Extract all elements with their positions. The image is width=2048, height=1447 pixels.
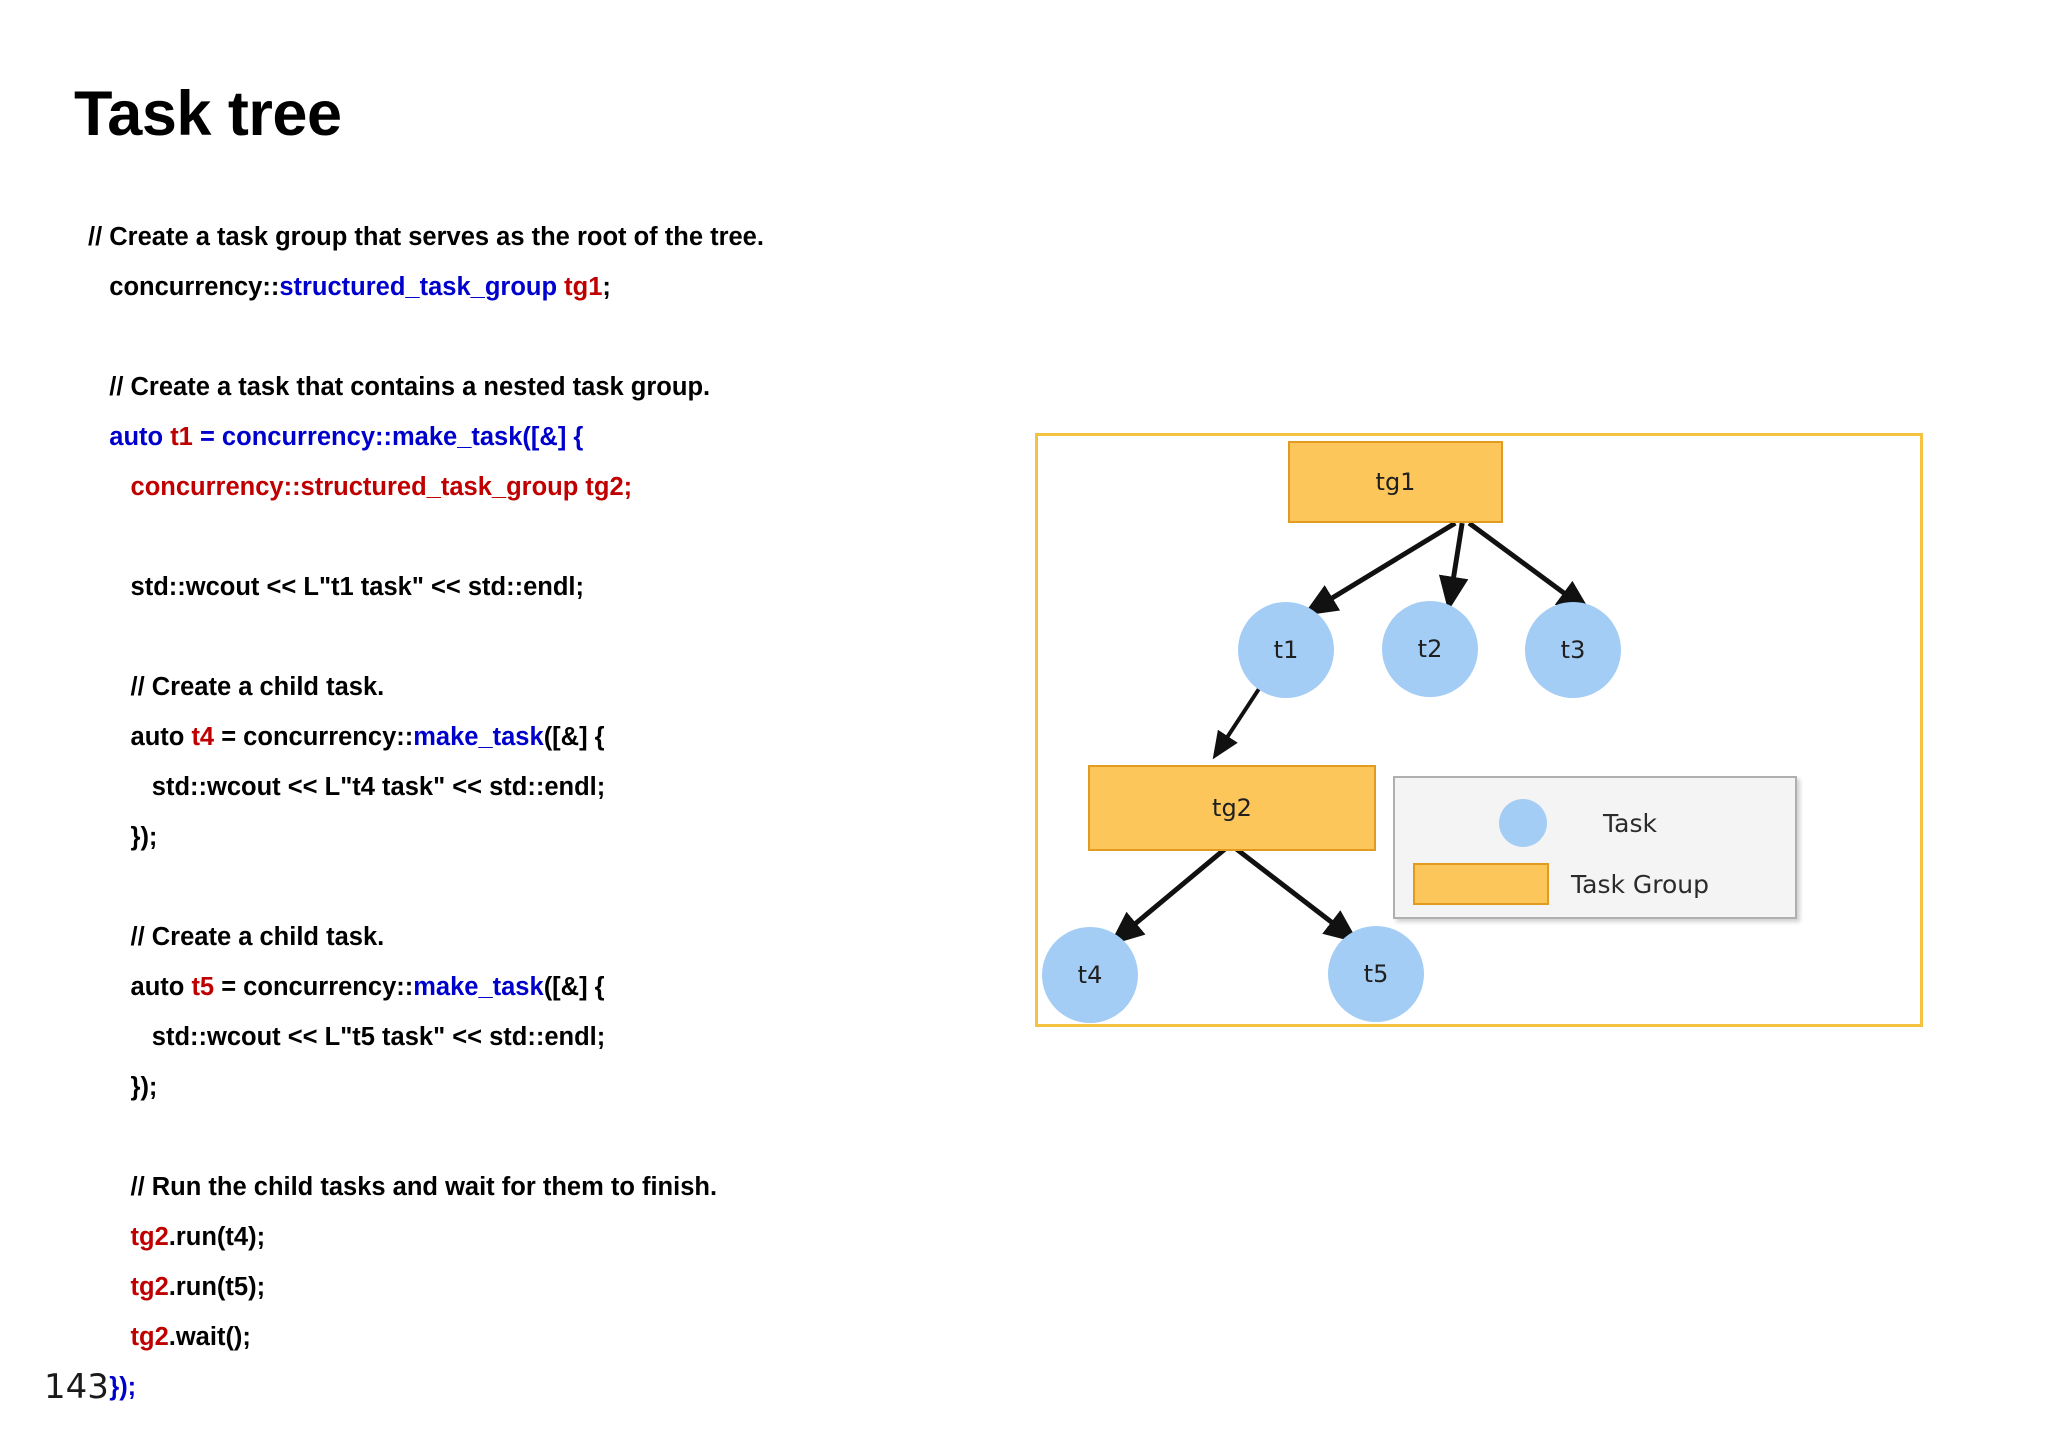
code-token: auto [130, 723, 192, 751]
legend-task-label: Task [1603, 808, 1657, 838]
code-token: ; [602, 273, 611, 301]
code-token: // Create a task group that serves as th… [88, 223, 764, 251]
code-token: auto [109, 423, 171, 451]
code-listing: // Create a task group that serves as th… [88, 212, 988, 1412]
code-token: tg1 [564, 273, 603, 301]
code-line: std::wcout << L"t1 task" << std::endl; [88, 562, 988, 612]
code-token: tg2 [130, 1223, 169, 1251]
code-line [88, 862, 988, 912]
code-token: // Create a child task. [130, 673, 385, 701]
code-line: concurrency::structured_task_group tg1; [88, 262, 988, 312]
task-swatch-icon [1499, 799, 1547, 847]
code-line: std::wcout << L"t5 task" << std::endl; [88, 1012, 988, 1062]
code-token: t5 [191, 973, 215, 1001]
code-token: // Create a child task. [130, 923, 385, 951]
node-tg2: tg2 [1088, 765, 1376, 851]
code-token: // Create a task that contains a nested … [109, 373, 711, 401]
code-line [88, 612, 988, 662]
code-line [88, 1112, 988, 1162]
code-line: // Create a child task. [88, 662, 988, 712]
code-line: tg2.run(t5); [88, 1262, 988, 1312]
node-t2: t2 [1382, 601, 1478, 697]
code-line: // Create a task that contains a nested … [88, 362, 988, 412]
node-t5-label: t5 [1363, 960, 1389, 988]
code-line [88, 512, 988, 562]
node-t3: t3 [1525, 602, 1621, 698]
code-line: std::wcout << L"t4 task" << std::endl; [88, 762, 988, 812]
code-token: concurrency:: [109, 273, 280, 301]
code-line: auto t5 = concurrency::make_task([&] { [88, 962, 988, 1012]
code-token: tg2 [130, 1273, 169, 1301]
code-line: concurrency::structured_task_group tg2; [88, 462, 988, 512]
edge-tg2-t4 [1109, 844, 1230, 946]
code-token: tg2 [130, 1323, 169, 1351]
code-line: // Create a task group that serves as th… [88, 212, 988, 262]
edge-tg1-t3 [1467, 521, 1592, 614]
code-token: .run(t4); [168, 1223, 266, 1251]
code-token: make_task [413, 973, 544, 1001]
legend-item-task-group: Task Group [1395, 856, 1795, 912]
code-token: = concurrency::make_task([&] { [192, 423, 584, 451]
code-line: }); [88, 1362, 988, 1412]
code-token: = concurrency:: [214, 973, 414, 1001]
code-token: // Run the child tasks and wait for them… [130, 1173, 718, 1201]
page-number: 143 [44, 1367, 109, 1407]
code-token: std::wcout << L"t1 task" << std::endl; [130, 573, 585, 601]
code-line: // Run the child tasks and wait for them… [88, 1162, 988, 1212]
code-line: auto t4 = concurrency::make_task([&] { [88, 712, 988, 762]
code-token: t1 [170, 423, 193, 451]
node-tg2-label: tg2 [1212, 794, 1252, 822]
code-token: }); [109, 1373, 137, 1401]
node-tg1-label: tg1 [1375, 468, 1416, 496]
code-line: tg2.run(t4); [88, 1212, 988, 1262]
edge-tg1-t1 [1302, 520, 1457, 616]
legend-task-group-label: Task Group [1571, 869, 1710, 899]
code-line: tg2.wait(); [88, 1312, 988, 1362]
node-t5: t5 [1328, 926, 1424, 1022]
edge-tg1-t2 [1438, 522, 1469, 612]
node-t4: t4 [1042, 927, 1138, 1023]
code-token: auto [130, 973, 192, 1001]
node-t3-label: t3 [1560, 636, 1586, 664]
code-token: .run(t5); [168, 1273, 266, 1301]
edge-t1-tg2 [1212, 684, 1263, 760]
code-token: = concurrency:: [214, 723, 414, 751]
code-token: .wait(); [168, 1323, 251, 1351]
code-token: std::wcout << L"t5 task" << std::endl; [151, 1023, 606, 1051]
code-line: }); [88, 1062, 988, 1112]
code-token: ([&] { [543, 723, 605, 751]
node-t1-label: t1 [1273, 636, 1299, 664]
code-line [88, 312, 988, 362]
code-line: }); [88, 812, 988, 862]
code-token: }); [130, 823, 158, 851]
task-group-swatch-icon [1413, 863, 1549, 905]
page-title: Task tree [74, 79, 342, 149]
node-t1: t1 [1238, 602, 1334, 698]
code-token: ([&] { [543, 973, 605, 1001]
task-tree-diagram: tg1 t1 t2 t3 tg2 t4 t5 Task Task Group [1035, 433, 1923, 1027]
code-token: structured_task_group [279, 273, 565, 301]
code-line: auto t1 = concurrency::make_task([&] { [88, 412, 988, 462]
diagram-edges [1109, 520, 1592, 946]
code-line: // Create a child task. [88, 912, 988, 962]
node-t4-label: t4 [1077, 961, 1103, 989]
edge-tg2-t5 [1231, 844, 1359, 944]
code-token: make_task [413, 723, 544, 751]
node-tg1: tg1 [1288, 441, 1503, 523]
code-token: std::wcout << L"t4 task" << std::endl; [151, 773, 606, 801]
node-t2-label: t2 [1417, 635, 1443, 663]
legend-item-task: Task [1395, 792, 1795, 854]
code-token: t4 [191, 723, 215, 751]
code-token: concurrency::structured_task_group tg2; [130, 473, 633, 501]
code-token: }); [130, 1073, 158, 1101]
diagram-legend: Task Task Group [1393, 776, 1797, 919]
